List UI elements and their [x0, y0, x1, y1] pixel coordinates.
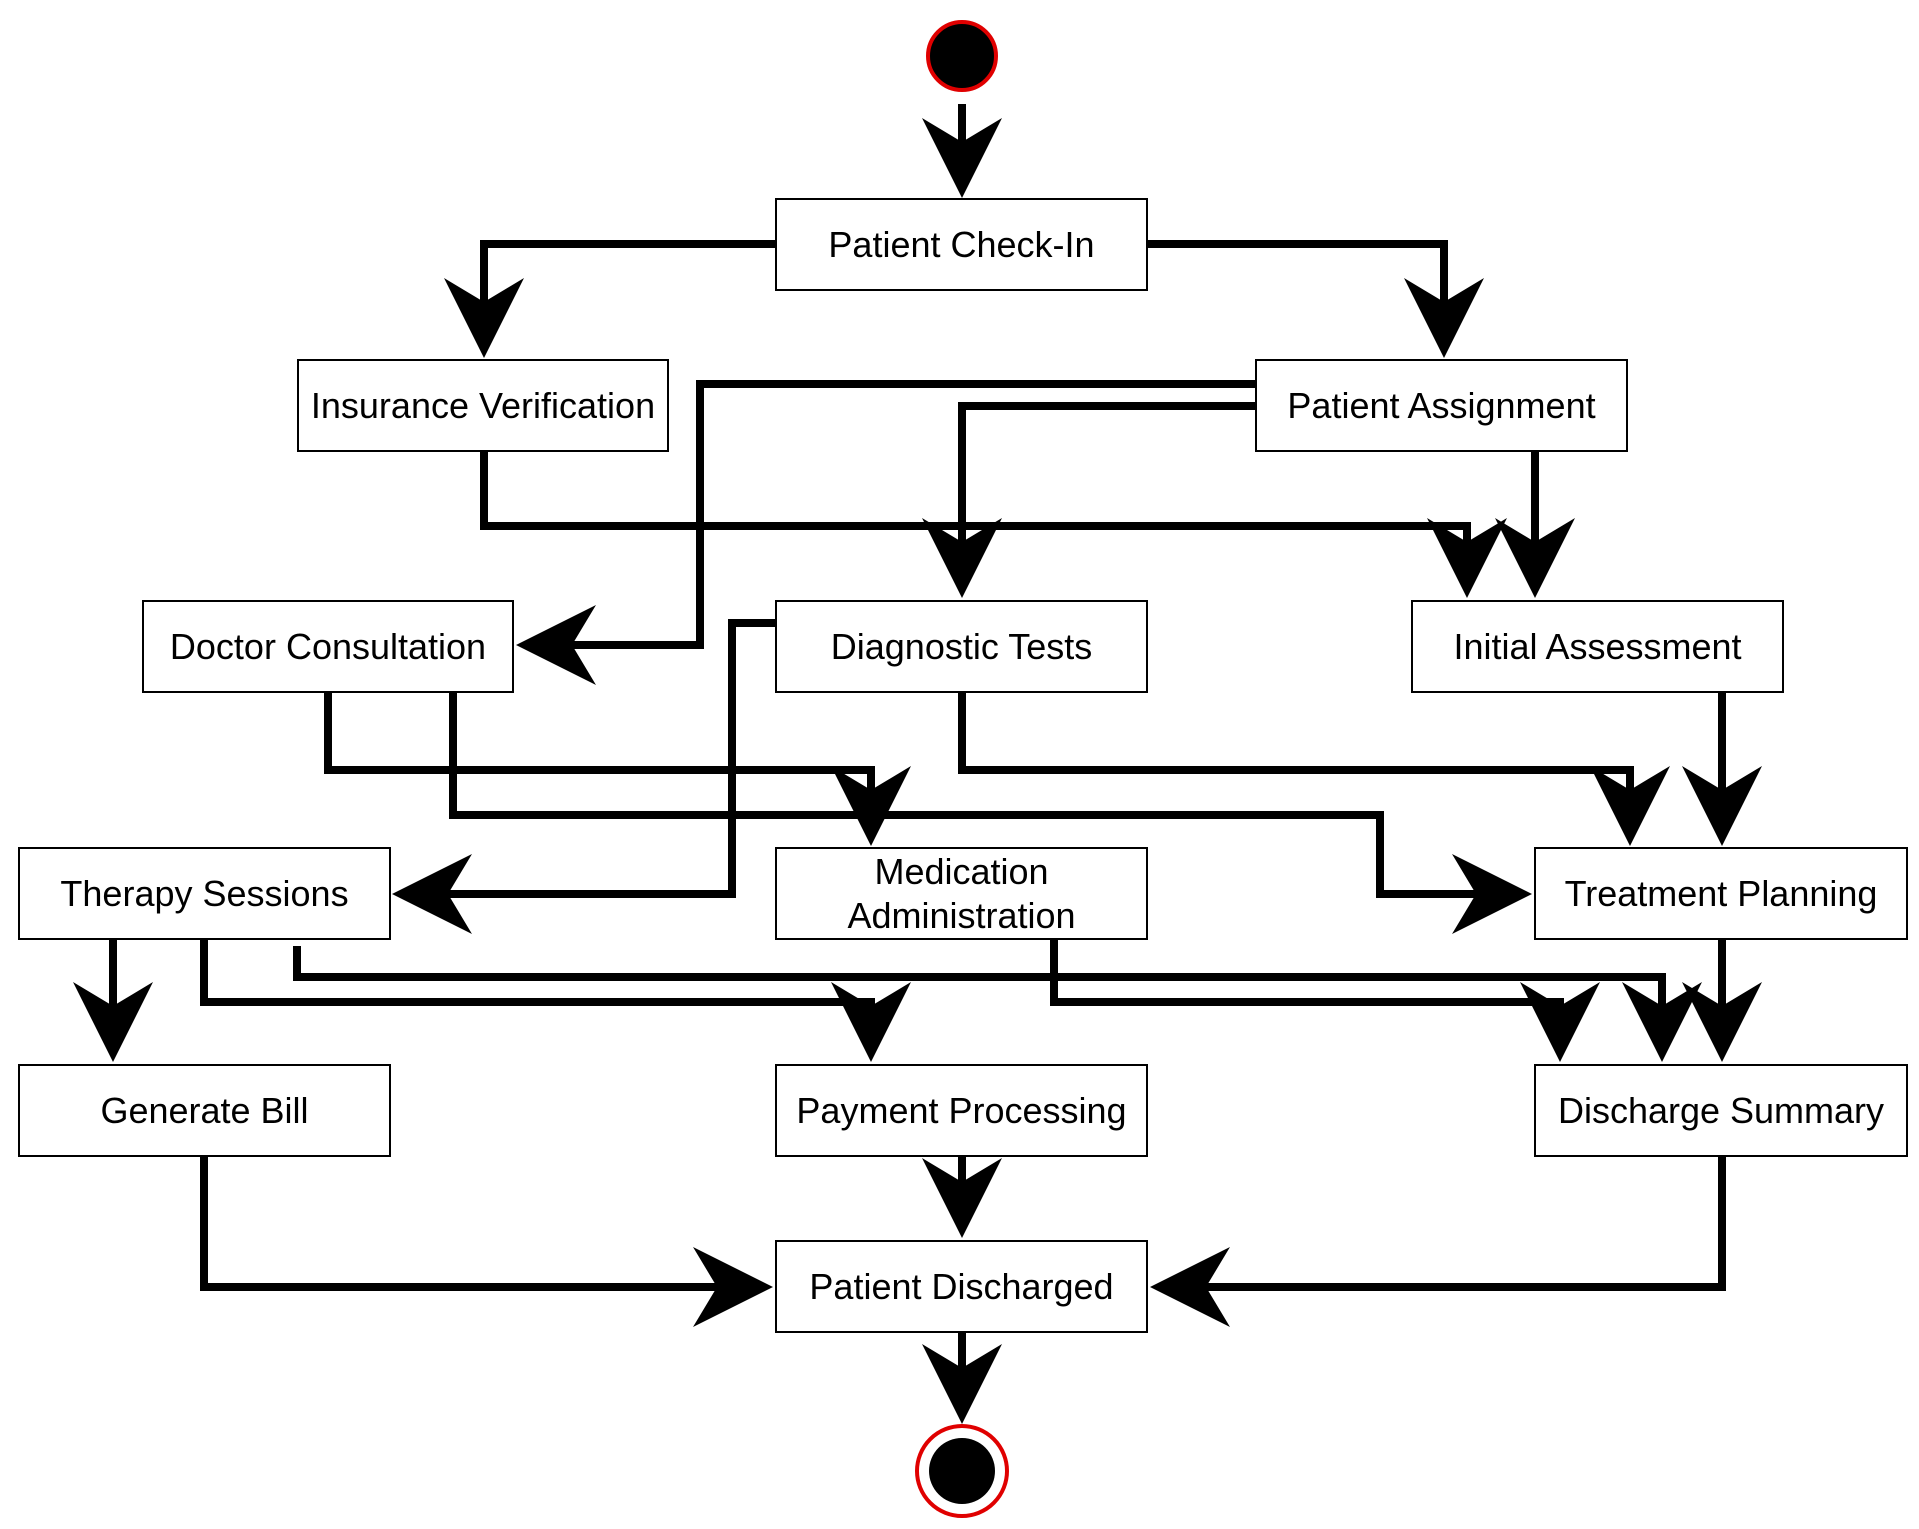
edge-insurance-initial: [480, 452, 1507, 598]
node-treatment-planning: Treatment Planning: [1534, 847, 1908, 940]
node-insurance-verification: Insurance Verification: [297, 359, 669, 452]
edge-checkin-insurance: [444, 240, 775, 358]
edge-bill-discharged: [200, 1157, 773, 1327]
edge-doctor-treatment: [449, 693, 1532, 934]
edge-assignment-diagnostic: [922, 402, 1255, 598]
node-payment-processing: Payment Processing: [775, 1064, 1148, 1157]
end-node-core: [929, 1438, 995, 1504]
edge-medication-dsummary: [1050, 940, 1600, 1062]
node-patient-discharged: Patient Discharged: [775, 1240, 1148, 1333]
edge-checkin-assignment: [1148, 240, 1484, 358]
node-patient-check-in: Patient Check-In: [775, 198, 1148, 291]
node-initial-assessment: Initial Assessment: [1411, 600, 1784, 693]
node-medication-administration: Medication Administration: [775, 847, 1148, 940]
node-discharge-summary: Discharge Summary: [1534, 1064, 1908, 1157]
node-doctor-consultation: Doctor Consultation: [142, 600, 514, 693]
edge-doctor-medication: [324, 693, 911, 846]
start-node: [926, 20, 998, 92]
edge-diagnostic-therapy: [392, 619, 775, 934]
node-diagnostic-tests: Diagnostic Tests: [775, 600, 1148, 693]
edge-dsummary-discharged: [1150, 1157, 1726, 1327]
node-patient-assignment: Patient Assignment: [1255, 359, 1628, 452]
edge-assignment-doctor: [516, 380, 1255, 685]
edge-therapy-dsummary: [293, 946, 1702, 1062]
node-therapy-sessions: Therapy Sessions: [18, 847, 391, 940]
edge-therapy-payment: [200, 940, 911, 1062]
edge-diagnostic-treatment: [958, 693, 1670, 846]
node-generate-bill: Generate Bill: [18, 1064, 391, 1157]
